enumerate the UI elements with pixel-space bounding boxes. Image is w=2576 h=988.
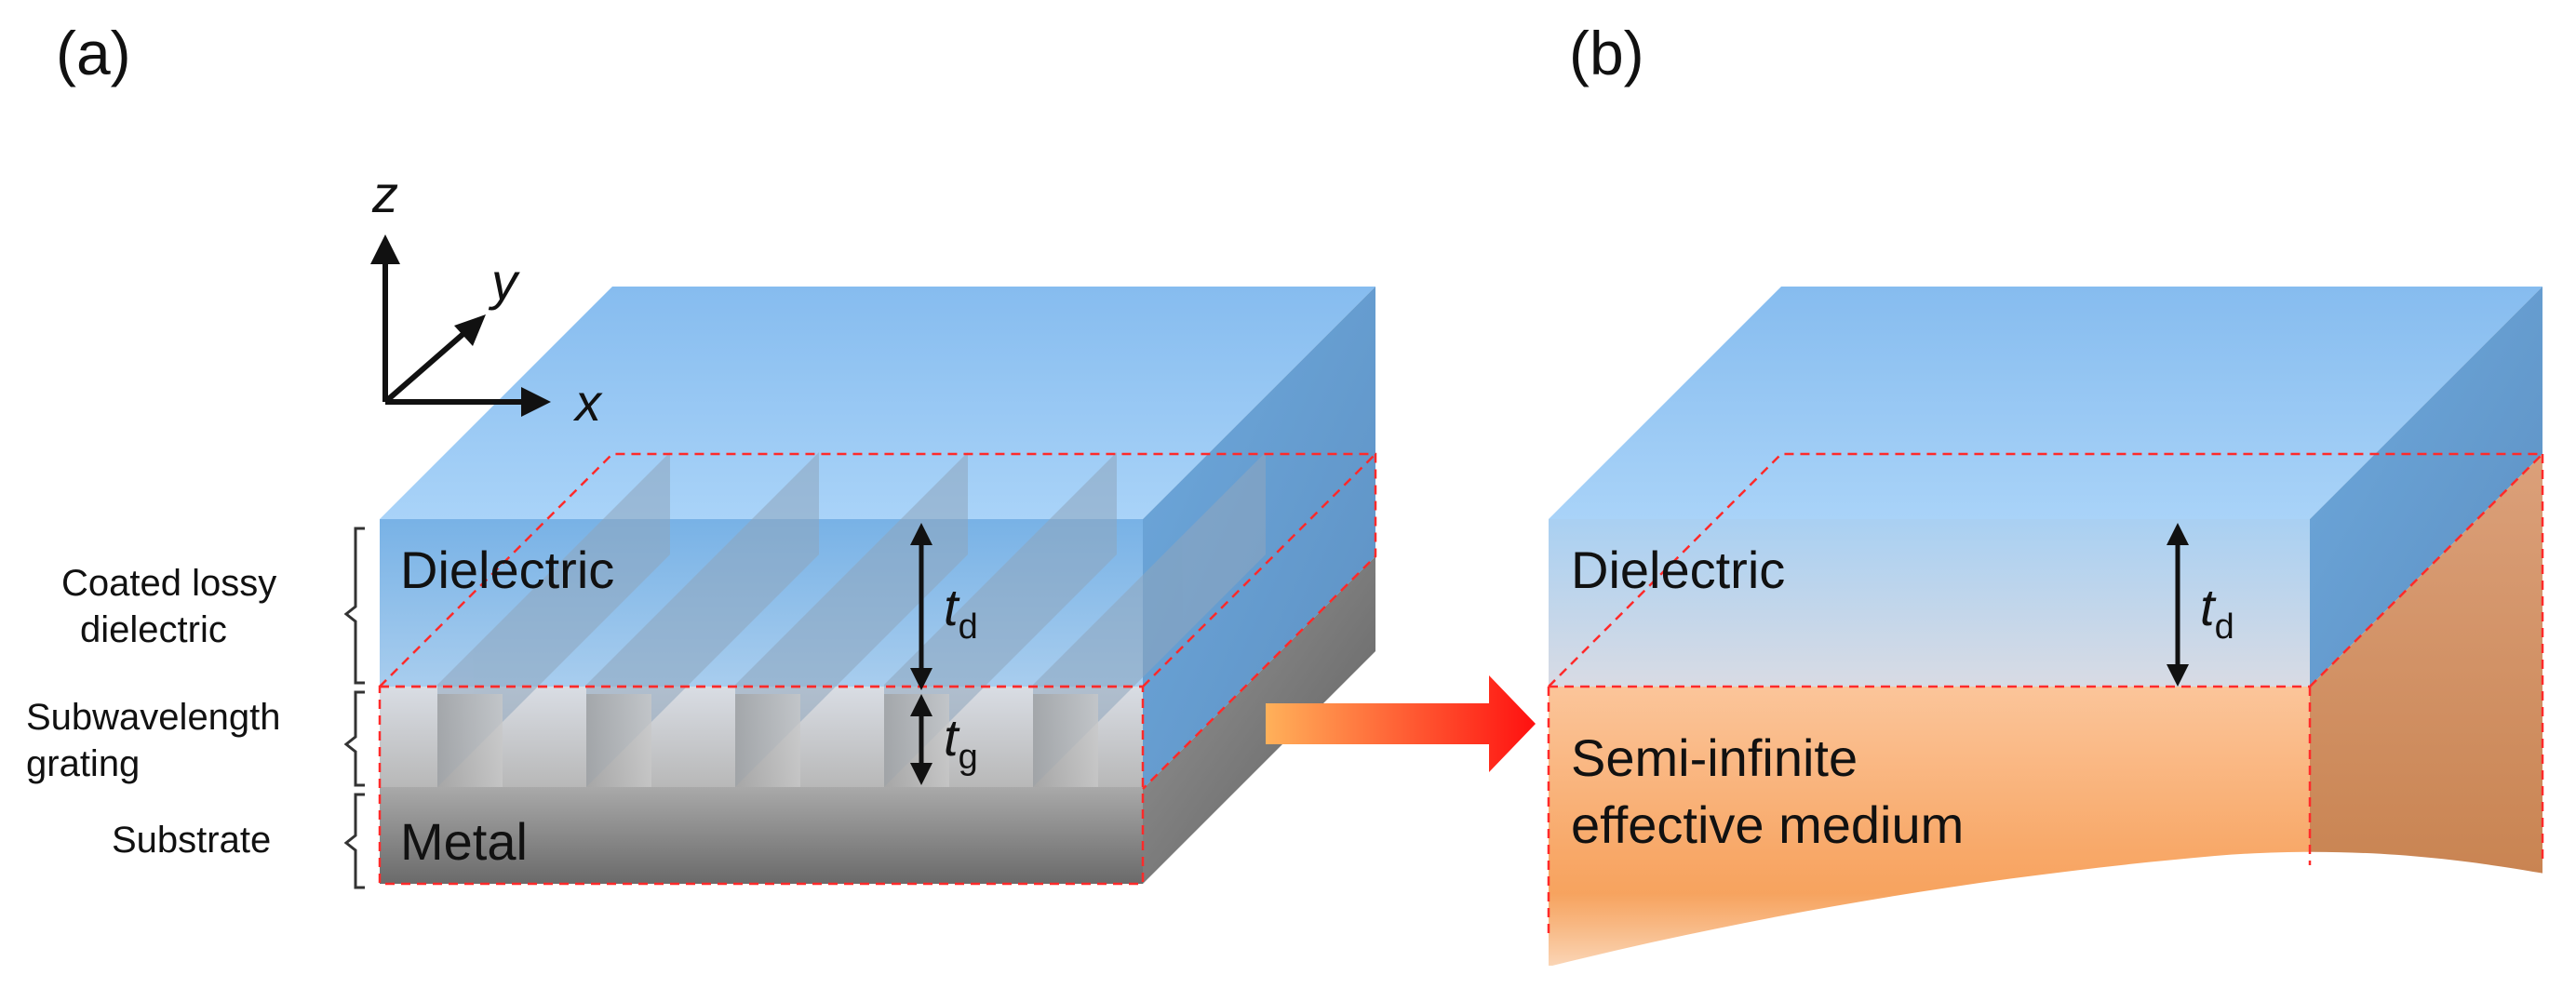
z-axis-label: z xyxy=(371,165,398,223)
td-label-a: td xyxy=(944,578,978,647)
metal-front-face xyxy=(380,787,1143,884)
y-axis-label: y xyxy=(488,252,520,311)
arrowhead-icon xyxy=(910,523,932,545)
dielectric-top-face-b xyxy=(1549,287,2542,519)
medium-right-face-b xyxy=(2310,454,2542,875)
y-axis xyxy=(383,323,475,405)
grating-label-line2: grating xyxy=(26,743,140,784)
grating-label-line1: Subwavelength xyxy=(26,697,281,738)
grating-fin-front xyxy=(586,694,651,787)
panel-b-label: (b) xyxy=(1569,19,1644,87)
arrowhead-icon xyxy=(910,763,932,785)
bracket-coated xyxy=(343,527,365,685)
metal-right-face xyxy=(1143,556,1375,884)
y-arrowhead-icon xyxy=(454,314,486,346)
axis-arrowheads xyxy=(370,234,551,417)
substrate-label: Substrate xyxy=(112,820,271,861)
fade-overlay xyxy=(1545,893,2550,968)
grating-fin-front xyxy=(437,694,503,787)
td-label-b: td xyxy=(2200,578,2234,647)
dashed-grating-box xyxy=(379,452,1377,790)
dashed-front-box xyxy=(378,685,1145,886)
panel-a-label: (a) xyxy=(56,19,131,87)
grating-fin-front xyxy=(1033,694,1098,787)
bracket-substrate xyxy=(343,793,365,889)
x-axis-label: x xyxy=(572,373,603,432)
metal-label: Metal xyxy=(400,812,528,871)
arrowhead-icon xyxy=(910,694,932,716)
dashed-outline-b xyxy=(1547,452,2544,940)
dashed-line xyxy=(2309,453,2543,688)
dashed-line xyxy=(1142,453,1376,688)
dielectric-label-b: Dielectric xyxy=(1571,541,1785,599)
panel-b-block xyxy=(1545,287,2550,988)
coordinate-axes xyxy=(382,244,534,405)
bracket-grating xyxy=(343,690,365,787)
dielectric-front-face-b xyxy=(1549,519,2310,687)
dielectric-right-face-b xyxy=(2310,287,2542,687)
arrowhead-icon xyxy=(2167,664,2189,687)
dielectric-label: Dielectric xyxy=(400,541,614,599)
arrowhead-icon xyxy=(2167,523,2189,545)
transition-arrow-shape xyxy=(1266,675,1536,772)
grating-fin-fronts xyxy=(437,694,1098,787)
medium-label-line1: Semi-infinite xyxy=(1571,728,1858,787)
coated-label-line1: Coated lossy xyxy=(61,563,276,604)
coated-label-line2: dielectric xyxy=(80,609,227,650)
tg-label-a: tg xyxy=(944,708,978,777)
side-brackets xyxy=(343,527,365,889)
arrowhead-icon xyxy=(910,668,932,690)
transition-arrow-icon xyxy=(1266,675,1536,772)
dashed-outline xyxy=(378,452,1377,886)
dielectric-top-face xyxy=(380,287,1375,519)
grating-fin-front xyxy=(884,694,949,787)
x-arrowhead-icon xyxy=(521,387,551,417)
z-arrowhead-icon xyxy=(370,234,400,264)
panel-a-block xyxy=(378,287,1377,886)
medium-label-line2: effective medium xyxy=(1571,795,1964,854)
grating-fin-front xyxy=(735,694,800,787)
